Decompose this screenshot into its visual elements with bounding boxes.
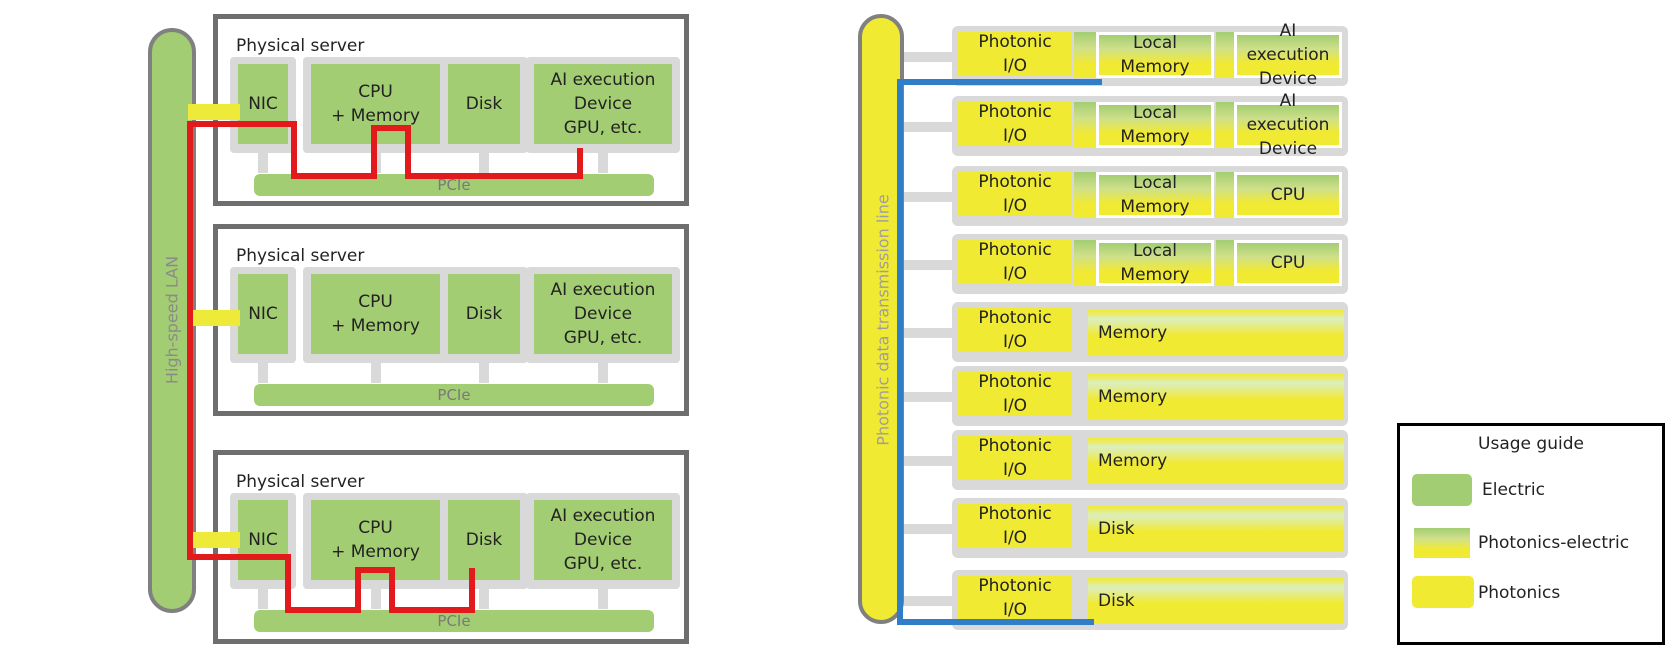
nic-lan-connector <box>188 104 240 120</box>
photonic-io: Photonic I/O <box>958 372 1072 416</box>
server-title: Physical server <box>236 472 365 492</box>
photonic-io: Photonic I/O <box>958 436 1072 480</box>
row-connector <box>904 524 954 534</box>
resource-disk: Disk <box>1088 506 1344 552</box>
local-memory: Local Memory <box>1096 102 1214 148</box>
component-nic: NIC <box>238 274 288 354</box>
pcie-stem <box>479 363 489 383</box>
nic-lan-connector <box>188 532 240 548</box>
resource-disk: Disk <box>1088 578 1344 624</box>
photonics-electric-bridge <box>1216 240 1234 286</box>
component-nic: NIC <box>238 64 288 144</box>
photonic-io: Photonic I/O <box>958 32 1072 76</box>
photonic-data-path <box>897 79 1102 625</box>
component-ai-execution-device: AI execution Device GPU, etc. <box>534 500 672 580</box>
photonic-io: Photonic I/O <box>958 102 1072 146</box>
usage-guide-legend: Usage guide Electric Photonics-electric … <box>1397 423 1665 645</box>
component-disk: Disk <box>448 64 520 144</box>
component-cpu-memory: CPU + Memory <box>311 500 440 580</box>
row-connector <box>904 328 954 338</box>
compute-device: CPU <box>1234 240 1342 286</box>
component-disk: Disk <box>448 500 520 580</box>
local-memory: Local Memory <box>1096 32 1214 78</box>
pcie-stem <box>598 153 608 173</box>
local-memory: Local Memory <box>1096 240 1214 286</box>
legend-label-photonics-electric: Photonics-electric <box>1478 533 1630 553</box>
resource-memory: Memory <box>1088 438 1344 484</box>
pcie-bus: PCIe <box>254 174 654 196</box>
row-connector <box>904 122 954 132</box>
nic-lan-connector <box>188 310 240 326</box>
photonics-electric-bridge <box>1074 240 1096 286</box>
legend-swatch-photonics <box>1412 576 1474 608</box>
row-connector <box>904 596 954 606</box>
legend-swatch-electric <box>1412 474 1472 506</box>
pcie-bus: PCIe <box>254 610 654 632</box>
legend-label-electric: Electric <box>1482 480 1545 500</box>
row-connector <box>904 52 954 62</box>
row-connector <box>904 192 954 202</box>
pcie-stem <box>598 589 608 609</box>
photonic-io: Photonic I/O <box>958 576 1072 620</box>
legend-swatch-photonics-electric <box>1414 528 1470 558</box>
pcie-stem <box>258 363 268 383</box>
photonics-electric-bridge <box>1216 102 1234 148</box>
photonics-electric-bridge <box>1216 172 1234 218</box>
photonic-io: Photonic I/O <box>958 308 1072 352</box>
pcie-bus: PCIe <box>254 384 654 406</box>
photonic-io: Photonic I/O <box>958 240 1072 284</box>
component-cpu-memory: CPU + Memory <box>311 274 440 354</box>
row-connector <box>904 260 954 270</box>
resource-memory: Memory <box>1088 374 1344 420</box>
pcie-stem <box>479 153 489 173</box>
legend-title: Usage guide <box>1478 434 1584 454</box>
component-ai-execution-device: AI execution Device GPU, etc. <box>534 274 672 354</box>
legend-label-photonics: Photonics <box>1478 583 1561 603</box>
pcie-stem <box>258 153 268 173</box>
pcie-stem <box>370 363 381 383</box>
pcie-stem <box>370 589 381 609</box>
row-connector <box>904 456 954 466</box>
resource-memory: Memory <box>1088 310 1344 356</box>
row-connector <box>904 392 954 402</box>
electric-data-path <box>187 121 583 613</box>
photonics-electric-bridge <box>1074 102 1096 148</box>
component-ai-execution-device: AI execution Device GPU, etc. <box>534 64 672 144</box>
pcie-stem <box>479 589 489 609</box>
photonic-io: Photonic I/O <box>958 172 1072 216</box>
pcie-stem <box>258 589 268 609</box>
photonics-electric-bridge <box>1074 32 1096 78</box>
photonics-electric-bridge <box>1216 32 1234 78</box>
server-title: Physical server <box>236 246 365 266</box>
component-disk: Disk <box>448 274 520 354</box>
compute-device: CPU <box>1234 172 1342 218</box>
photonics-electric-bridge <box>1074 172 1096 218</box>
component-nic: NIC <box>238 500 288 580</box>
photonic-io: Photonic I/O <box>958 504 1072 548</box>
local-memory: Local Memory <box>1096 172 1214 218</box>
pcie-stem <box>598 363 608 383</box>
server-title: Physical server <box>236 36 365 56</box>
